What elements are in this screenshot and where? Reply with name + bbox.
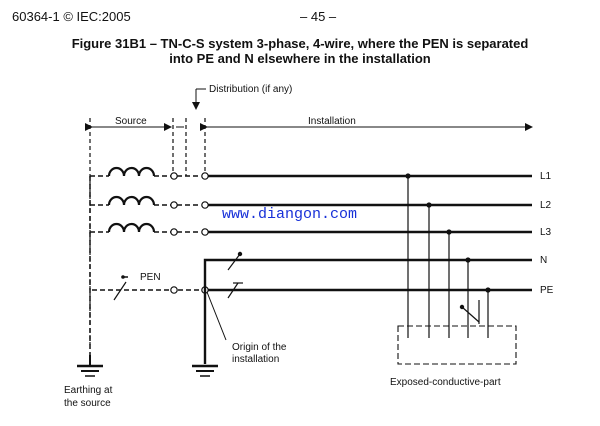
watermark-text: www.diangon.com <box>222 206 357 223</box>
pen-switch <box>113 276 128 301</box>
conductor-label-l3: L3 <box>540 227 552 238</box>
exposed-label: Exposed-conductive-part <box>390 377 501 388</box>
conductor-label-l2: L2 <box>540 200 552 211</box>
n-switch <box>227 253 241 271</box>
source-windings <box>107 166 156 233</box>
source-label: Source <box>115 116 147 127</box>
equipment-switch <box>461 300 480 324</box>
conductor-label-pe: PE <box>540 285 554 296</box>
origin-label-line-1: Origin of the <box>232 342 287 353</box>
junction-dots <box>405 173 491 293</box>
distribution-label: Distribution (if any) <box>209 84 292 95</box>
earthing-symbol-source <box>77 355 103 377</box>
figure-title-line-1: Figure 31B1 – TN-C-S system 3-phase, 4-w… <box>71 36 529 51</box>
equipment-switch-pivot <box>459 304 465 310</box>
zone-arrows <box>85 88 533 131</box>
page-number: – 45 – <box>300 9 337 24</box>
pe-switch <box>227 282 243 299</box>
installation-conductors <box>203 174 532 364</box>
n-switch-pivot <box>237 251 243 257</box>
installation-label: Installation <box>308 116 356 127</box>
origin-label-line-2: installation <box>232 354 279 365</box>
earthing-symbol-installation <box>192 364 218 377</box>
pen-label: PEN <box>140 272 161 283</box>
conductor-label-n: N <box>540 255 547 266</box>
figure-title-line-2: into PE and N elsewhere in the installat… <box>169 51 431 66</box>
drop-conductors <box>407 176 489 338</box>
conductor-label-l1: L1 <box>540 171 552 182</box>
terminals <box>170 172 209 294</box>
origin-pointer <box>206 291 227 341</box>
standard-reference: 60364-1 © IEC:2005 <box>12 9 131 24</box>
earthing-label-line-1: Earthing at <box>64 385 113 396</box>
source-wiring <box>90 175 201 291</box>
exposed-conductive-part-box <box>397 325 517 365</box>
pen-switch-pivot <box>121 275 125 279</box>
earthing-label-line-2: the source <box>64 398 111 409</box>
